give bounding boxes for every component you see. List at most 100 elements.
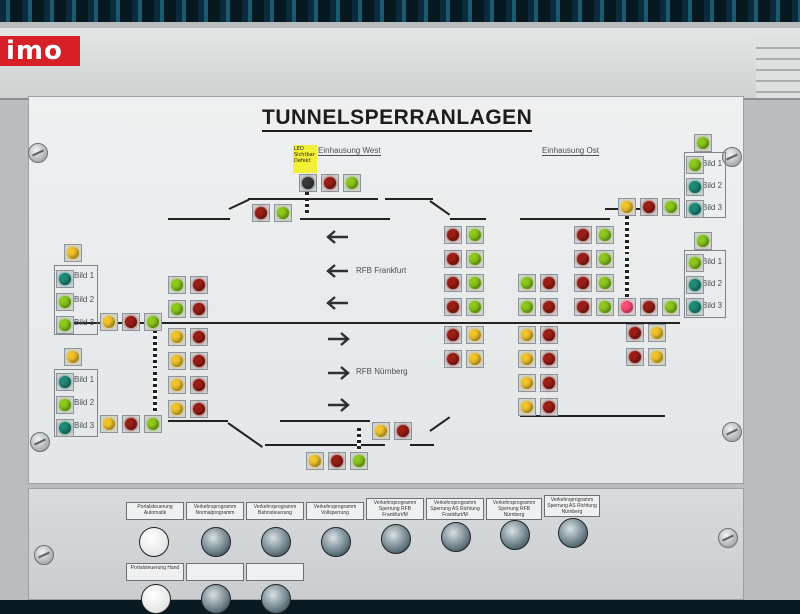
track-line bbox=[410, 444, 434, 446]
screw-icon bbox=[28, 143, 48, 163]
signal-lamp-teal bbox=[686, 276, 704, 294]
barrier-dashed bbox=[625, 258, 629, 298]
signal-lamp-pink bbox=[618, 298, 636, 316]
signal-lamp-red bbox=[640, 198, 658, 216]
signal-lamp-yellow bbox=[100, 313, 118, 331]
signal-lamp-red bbox=[122, 313, 140, 331]
button-label: Verkehrsprogramm Vollsperrung bbox=[306, 502, 364, 520]
signal-lamp-red bbox=[574, 250, 592, 268]
button-label: Verkehrsprogramm Sperrung AS Richtung Nü… bbox=[544, 495, 600, 517]
signal-lamp-teal bbox=[56, 419, 74, 437]
barrier-dashed bbox=[625, 216, 629, 254]
west-label: Einhausung West bbox=[318, 146, 381, 156]
panel-title: TUNNELSPERRANLAGEN bbox=[262, 106, 533, 132]
top-rail bbox=[0, 28, 800, 100]
signal-lamp-red bbox=[574, 274, 592, 292]
bild-label: Bild 3 bbox=[74, 318, 95, 327]
signal-lamp-red bbox=[540, 374, 558, 392]
bild-label: Bild 1 bbox=[74, 271, 95, 280]
signal-lamp-green bbox=[56, 316, 74, 334]
signal-lamp-green bbox=[596, 226, 614, 244]
track-line bbox=[280, 420, 370, 422]
signal-lamp-green bbox=[686, 254, 704, 272]
signal-lamp-green bbox=[350, 452, 368, 470]
signal-lamp-red bbox=[444, 250, 462, 268]
barrier-dashed bbox=[153, 372, 157, 412]
signal-lamp-green bbox=[144, 313, 162, 331]
bild-label: Bild 2 bbox=[74, 295, 95, 304]
signal-lamp-red bbox=[444, 274, 462, 292]
signal-lamp-red bbox=[540, 298, 558, 316]
arrow-right-icon bbox=[328, 332, 350, 346]
signal-lamp-red bbox=[540, 398, 558, 416]
signal-lamp-green bbox=[694, 232, 712, 250]
signal-lamp-yellow bbox=[466, 326, 484, 344]
signal-lamp-red bbox=[444, 226, 462, 244]
signal-lamp-yellow bbox=[518, 374, 536, 392]
control-knob[interactable] bbox=[201, 584, 231, 614]
signal-lamp-red bbox=[574, 298, 592, 316]
full-closure-button[interactable] bbox=[321, 527, 351, 557]
signal-lamp-red bbox=[328, 452, 346, 470]
route-label-frankfurt: RFB Frankfurt bbox=[356, 266, 407, 275]
signal-lamp-green bbox=[144, 415, 162, 433]
brand-logo: imo bbox=[0, 36, 80, 66]
signal-lamp-teal bbox=[56, 270, 74, 288]
normal-program-button[interactable] bbox=[201, 527, 231, 557]
signal-lamp-red bbox=[190, 400, 208, 418]
signal-lamp-green bbox=[518, 298, 536, 316]
closure-frankfurt-button[interactable] bbox=[381, 524, 411, 554]
signal-lamp-red bbox=[190, 376, 208, 394]
signal-lamp-red bbox=[252, 204, 270, 222]
bild-label: Bild 1 bbox=[702, 159, 723, 168]
signal-lamp-green bbox=[662, 298, 680, 316]
track-line bbox=[440, 322, 486, 324]
arrow-left-icon bbox=[326, 296, 348, 310]
screw-icon bbox=[722, 422, 742, 442]
portal-manual-button[interactable] bbox=[141, 584, 171, 614]
signal-lamp-green bbox=[343, 174, 361, 192]
signal-lamp-yellow bbox=[64, 244, 82, 262]
portal-automatic-button[interactable] bbox=[139, 527, 169, 557]
bild-label: Bild 3 bbox=[702, 203, 723, 212]
arrow-left-icon bbox=[326, 230, 348, 244]
closure-nuernberg-button[interactable] bbox=[500, 520, 530, 550]
track-line bbox=[248, 198, 378, 200]
route-label-nuernberg: RFB Nürnberg bbox=[356, 367, 408, 376]
closure-as-nuernberg-button[interactable] bbox=[558, 518, 588, 548]
signal-lamp-red bbox=[626, 348, 644, 366]
signal-lamp-green bbox=[662, 198, 680, 216]
arrow-right-icon bbox=[328, 366, 350, 380]
signal-lamp-yellow bbox=[64, 348, 82, 366]
signal-lamp-green bbox=[686, 156, 704, 174]
signal-lamp-red bbox=[626, 324, 644, 342]
signal-lamp-yellow bbox=[168, 400, 186, 418]
track-line bbox=[385, 198, 433, 200]
bild-label: Bild 2 bbox=[74, 398, 95, 407]
signal-lamp-green bbox=[466, 226, 484, 244]
bild-group-frame bbox=[684, 250, 726, 318]
screw-icon bbox=[718, 528, 738, 548]
control-knob[interactable] bbox=[261, 584, 291, 614]
train-control-button[interactable] bbox=[261, 527, 291, 557]
bild-label: Bild 2 bbox=[702, 279, 723, 288]
track-line bbox=[60, 322, 680, 324]
signal-lamp-off bbox=[299, 174, 317, 192]
button-label: Verkehrsprogramm Normalprogramm bbox=[186, 502, 244, 520]
screw-icon bbox=[30, 432, 50, 452]
closure-as-frankfurt-button[interactable] bbox=[441, 522, 471, 552]
signal-lamp-green bbox=[56, 293, 74, 311]
signal-lamp-yellow bbox=[618, 198, 636, 216]
terminal-block bbox=[756, 38, 800, 98]
signal-lamp-red bbox=[540, 274, 558, 292]
signal-lamp-yellow bbox=[306, 452, 324, 470]
bild-label: Bild 1 bbox=[702, 257, 723, 266]
arrow-left-icon bbox=[326, 264, 348, 278]
signal-lamp-yellow bbox=[518, 326, 536, 344]
button-label: Verkehrsprogramm Bahnsteuerung bbox=[246, 502, 304, 520]
barrier-dashed bbox=[153, 330, 157, 368]
cable-bundle bbox=[0, 0, 800, 22]
signal-lamp-green bbox=[518, 274, 536, 292]
bild-label: Bild 3 bbox=[702, 301, 723, 310]
arrow-right-icon bbox=[328, 398, 350, 412]
